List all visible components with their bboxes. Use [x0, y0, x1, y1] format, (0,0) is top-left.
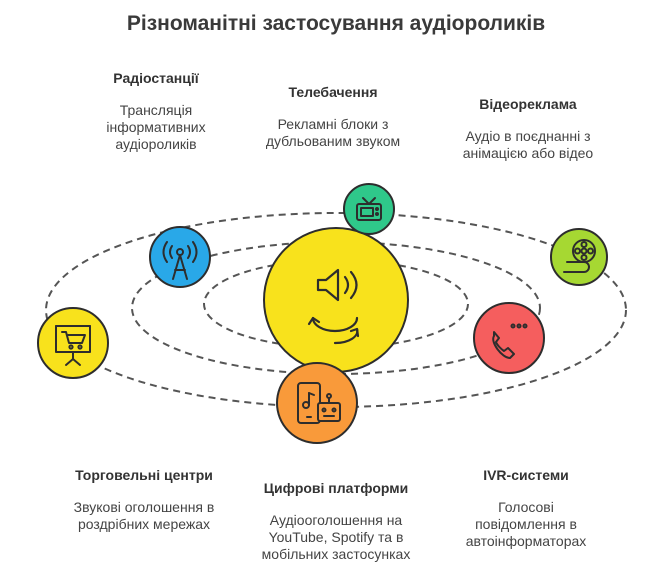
page-title: Різноманітні застосування аудіороликів — [126, 12, 546, 35]
video-node — [550, 228, 608, 286]
label-radio: Радіостанції Трансляція інформативних ау… — [76, 70, 236, 153]
phone-call-icon — [492, 323, 528, 359]
label-digital: Цифрові платформи Аудіооголошення на You… — [246, 480, 426, 563]
tv-node — [343, 183, 395, 235]
heading-tv: Телебачення — [288, 84, 378, 100]
label-video: Відеореклама Аудіо в поєднанні з анімаці… — [440, 96, 616, 162]
desc-digital: Аудіооголошення на YouTube, Spotify та в… — [261, 512, 411, 562]
desc-tv: Рекламні блоки з дубльованим звуком — [265, 116, 401, 149]
desc-video: Аудіо в поєднанні з анімацією або відео — [462, 128, 594, 161]
film-reel-icon — [563, 239, 596, 273]
phone-bot-icon — [297, 382, 341, 424]
ivr-node — [473, 302, 545, 374]
cart-board-icon — [55, 325, 91, 366]
radio-node — [149, 226, 211, 288]
heading-ivr: IVR-системи — [483, 467, 569, 483]
heading-digital: Цифрові платформи — [263, 480, 409, 496]
center-sound-node — [263, 227, 409, 373]
heading-retail: Торговельні центри — [75, 467, 213, 483]
desc-radio: Трансляція інформативних аудіороликів — [106, 102, 206, 152]
label-ivr: IVR-системи Голосові повідомлення в авто… — [446, 467, 606, 550]
heading-video: Відеореклама — [479, 96, 577, 112]
radio-tower-icon — [162, 241, 198, 280]
speaker-cycle-icon — [307, 268, 360, 345]
heading-radio: Радіостанції — [113, 70, 199, 86]
retail-node — [37, 307, 109, 379]
desc-retail: Звукові оголошення в роздрібних мережах — [73, 499, 215, 532]
outer-orbit — [45, 212, 627, 408]
desc-ivr: Голосові повідомлення в автоінформаторах — [465, 499, 587, 549]
label-retail: Торговельні центри Звукові оголошення в … — [54, 467, 234, 533]
digital-node — [276, 362, 358, 444]
label-tv: Телебачення Рекламні блоки з дубльованим… — [248, 84, 418, 150]
tv-icon — [356, 197, 382, 221]
